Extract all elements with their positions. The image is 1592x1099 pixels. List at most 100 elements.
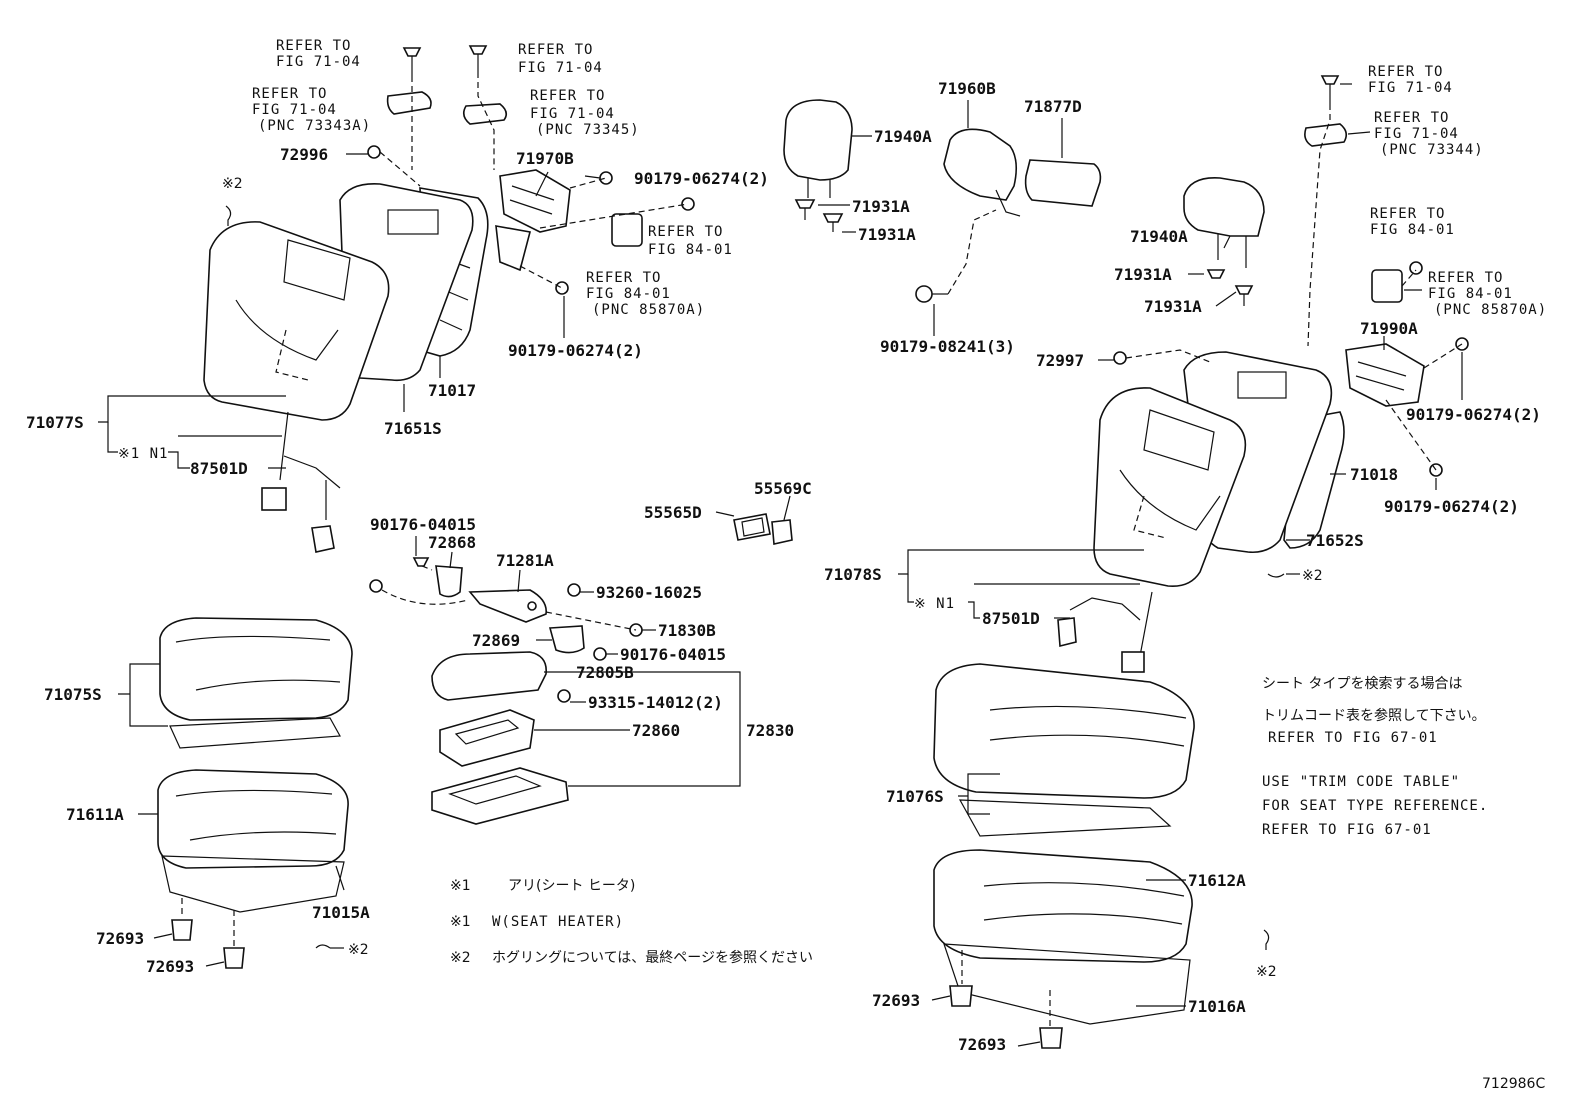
clip-72693-a bbox=[171, 919, 193, 941]
cover-seam bbox=[235, 299, 339, 361]
part-number: 71877D bbox=[1024, 97, 1082, 116]
pad-pocket bbox=[387, 209, 439, 235]
pillow-71960B bbox=[943, 128, 1018, 201]
leaders-armrest bbox=[415, 495, 791, 787]
hinge-detail bbox=[509, 185, 555, 215]
clip-72693-d bbox=[1039, 1027, 1063, 1049]
part-number: 71960B bbox=[938, 79, 996, 98]
part-number: 71016A bbox=[1188, 997, 1246, 1016]
headrest-71940A-center bbox=[783, 99, 853, 181]
ref-label: REFER TO bbox=[1370, 206, 1445, 222]
armrest-pad-72805B bbox=[431, 651, 547, 701]
part-number: 72869 bbox=[472, 631, 520, 650]
guide-c bbox=[569, 177, 607, 189]
clip-guides-left bbox=[181, 898, 235, 946]
hog-ring-mark-b bbox=[1267, 573, 1285, 578]
connector-right bbox=[1057, 617, 1077, 648]
cover-right-seam bbox=[1119, 469, 1221, 531]
part-number: 71076S bbox=[886, 787, 944, 806]
cover-72869 bbox=[548, 625, 585, 654]
bolt-90179-08241 bbox=[915, 285, 933, 303]
part-number: 71931A bbox=[1144, 297, 1202, 316]
ref-label: (PNC 85870A) bbox=[1434, 302, 1547, 318]
connector-plug-left bbox=[311, 525, 335, 553]
block-71877D bbox=[1024, 159, 1102, 207]
ref-label: (PNC 73345) bbox=[536, 122, 640, 138]
part-number: 90176-04015 bbox=[370, 515, 476, 534]
part-number: 71931A bbox=[858, 225, 916, 244]
guide-center bbox=[947, 209, 997, 295]
ref-label: REFER TO bbox=[648, 224, 723, 240]
part-number: 71015A bbox=[312, 903, 370, 922]
part-number: 71017 bbox=[428, 381, 476, 400]
guide-right-c bbox=[1401, 269, 1417, 287]
part-number: 71281A bbox=[496, 551, 554, 570]
ref-label: FIG 84-01 bbox=[586, 286, 671, 302]
part-number: 71940A bbox=[1130, 227, 1188, 246]
ref-label: FIG 84-01 bbox=[648, 242, 733, 258]
nut-armrest bbox=[369, 579, 383, 593]
figure-id: 712986C bbox=[1482, 1076, 1545, 1092]
part-number: 87501D bbox=[190, 459, 248, 478]
ref-label: (PNC 73343A) bbox=[258, 118, 371, 134]
ref-label: REFER TO bbox=[252, 86, 327, 102]
legend-mark: ※1 bbox=[450, 878, 471, 894]
part-number: 55565D bbox=[644, 503, 702, 522]
legend-mark: ※2 bbox=[450, 950, 471, 966]
part-number-labels: 72996 71970B 90179-06274(2) 90179-06274(… bbox=[26, 79, 1541, 1054]
pad-right-seams bbox=[983, 882, 1185, 925]
bracket-hole bbox=[527, 601, 537, 611]
headrest-71940A-right bbox=[1183, 177, 1265, 237]
part-number: 71018 bbox=[1350, 465, 1398, 484]
cushion-sheet bbox=[169, 717, 341, 749]
part-number: 71990A bbox=[1360, 319, 1418, 338]
sensor-84-01 bbox=[611, 213, 643, 247]
part-number: 71612A bbox=[1188, 871, 1246, 890]
guide-right-e bbox=[1423, 343, 1463, 369]
ref-label: REFER TO bbox=[1368, 64, 1443, 80]
part-number: 71077S bbox=[26, 413, 84, 432]
cushion-pad-71612A bbox=[933, 849, 1193, 963]
screw-top-a bbox=[402, 47, 422, 57]
variant-label: ※1 N1 bbox=[118, 446, 168, 462]
part-number: 90179-06274(2) bbox=[634, 169, 769, 188]
hog-ring-mark-c bbox=[315, 944, 331, 949]
base-inner bbox=[448, 775, 542, 805]
clip-72693-b bbox=[223, 947, 245, 969]
leaders-right bbox=[898, 83, 1463, 619]
guide-f bbox=[379, 151, 421, 187]
part-number: 71830B bbox=[658, 621, 716, 640]
pad-right-pocket bbox=[1237, 371, 1287, 399]
right-cushion-group bbox=[933, 663, 1195, 1049]
right-seatback-group bbox=[1057, 75, 1469, 673]
leaders-left bbox=[98, 153, 601, 469]
connector-left bbox=[261, 487, 287, 511]
heater-harness-left bbox=[279, 411, 341, 520]
legend-text: ホグリングについては、最終ページを参照ください bbox=[492, 949, 813, 966]
cushion-pad-71611A bbox=[157, 769, 349, 869]
cover-right-hidden bbox=[1133, 495, 1167, 539]
cushion-cover-71075S bbox=[159, 617, 353, 721]
guide-71931A-c bbox=[1206, 269, 1226, 279]
trim-code-note: シート タイプを検索する場合は トリムコード表を参照して下さい。 REFER T… bbox=[1262, 675, 1487, 838]
cushion-cover-71076S bbox=[933, 663, 1195, 799]
ref-label: REFER TO bbox=[518, 42, 593, 58]
left-cushion-group bbox=[157, 617, 353, 969]
ref-label: REFER TO bbox=[1374, 110, 1449, 126]
hinge-right-detail bbox=[1355, 361, 1407, 391]
guide-71931A-d bbox=[1234, 285, 1254, 295]
clip-guides-right bbox=[961, 950, 1051, 1026]
part-number: 72693 bbox=[872, 991, 920, 1010]
nut-90179-a bbox=[599, 171, 613, 185]
ref-label: REFER TO bbox=[276, 38, 351, 54]
legend: ※1 アリ(シート ヒータ) ※1 W(SEAT HEATER) ※2 ホグリン… bbox=[450, 878, 813, 966]
part-number: 72860 bbox=[632, 721, 680, 740]
part-number: 71970B bbox=[516, 149, 574, 168]
guide-71931A-a bbox=[794, 199, 816, 209]
part-number: 90179-08241(3) bbox=[880, 337, 1015, 356]
bracket-lower bbox=[495, 225, 531, 272]
pad-55565D bbox=[733, 513, 771, 541]
part-number: 90176-04015 bbox=[620, 645, 726, 664]
leaders-left-cushion bbox=[118, 663, 345, 967]
